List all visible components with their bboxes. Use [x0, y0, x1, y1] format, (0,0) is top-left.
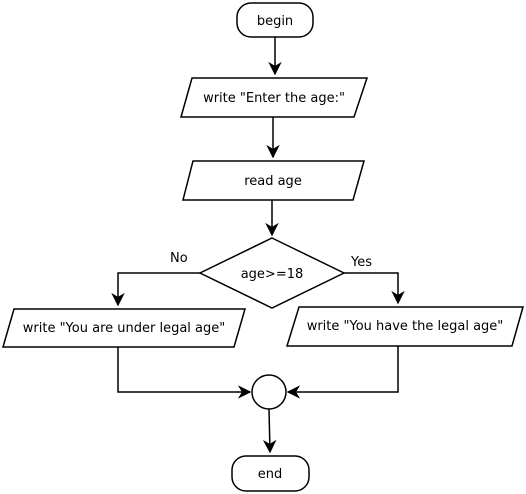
- prompt-label: write "Enter the age:": [203, 91, 345, 106]
- decision-label: age>=18: [241, 267, 304, 282]
- under-label: write "You are under legal age": [23, 321, 225, 336]
- begin-label: begin: [257, 14, 293, 29]
- read-node: read age: [182, 160, 365, 201]
- edge-join-to-end: [262, 408, 277, 454]
- read-label: read age: [244, 174, 302, 189]
- end-label: end: [258, 467, 283, 482]
- legal-label: write "You have the legal age": [307, 319, 504, 334]
- prompt-node: write "Enter the age:": [180, 77, 369, 118]
- end-node: end: [231, 455, 310, 492]
- edge-decision-yes: [344, 272, 405, 305]
- join-connector: [251, 374, 287, 410]
- edge-legal-to-join: [286, 346, 399, 399]
- decision-node: age>=18: [198, 237, 346, 309]
- legal-node: write "You have the legal age": [285, 306, 524, 347]
- under-node: write "You are under legal age": [2, 308, 246, 348]
- begin-node: begin: [236, 2, 314, 38]
- yes-branch-label: Yes: [350, 255, 372, 270]
- no-branch-label: No: [170, 251, 188, 266]
- edge-decision-no: [111, 272, 200, 307]
- edge-under-to-join: [117, 347, 252, 399]
